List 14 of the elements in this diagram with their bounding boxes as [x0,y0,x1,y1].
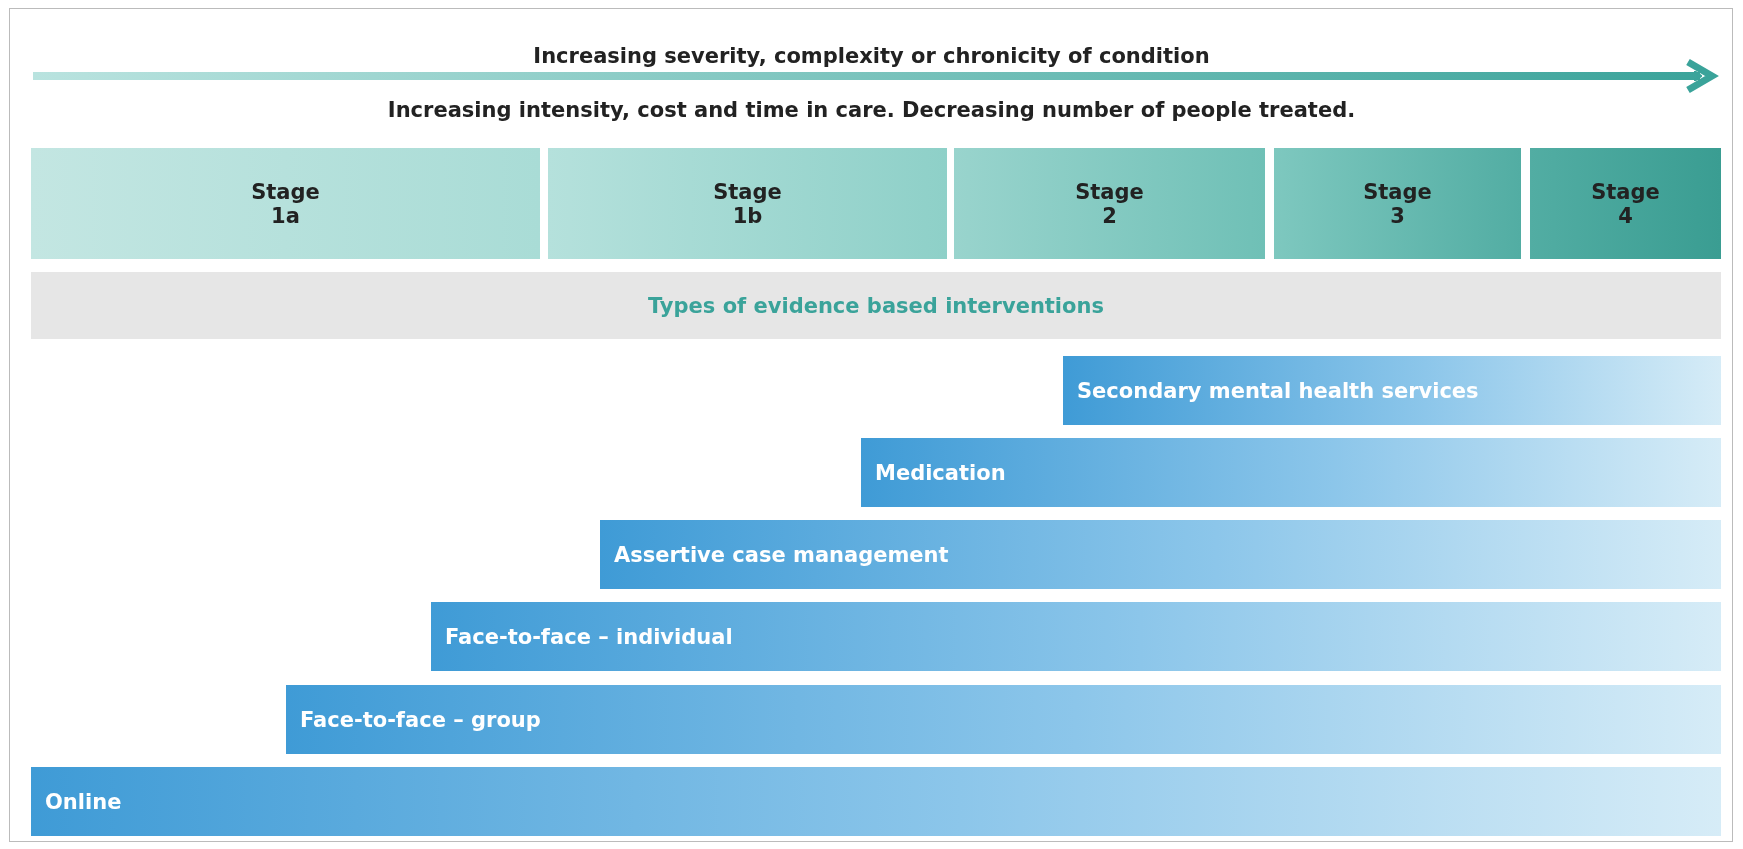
intervention-bar: Face-to-face – individual [431,602,1721,671]
stage-band: Stage 3 [1274,148,1521,259]
heading-text: Increasing intensity, cost and time in care. Decreasing number of people treated. [386,98,1357,122]
intervention-bar: Face-to-face – group [286,685,1721,754]
stage-band: Stage 4 [1530,148,1721,259]
intervention-bar: Online [31,767,1721,836]
stage-band: Stage 2 [954,148,1265,259]
heading-text: Increasing severity, complexity or chronicity of condition [532,44,1211,68]
intervention-bar: Secondary mental health services [1063,356,1721,425]
stage-band: Stage 1a [31,148,540,259]
section-band: Types of evidence based interventions [31,272,1721,339]
intervention-bar: Assertive case management [600,520,1721,589]
stage-band: Stage 1b [548,148,947,259]
intervention-bar: Medication [861,438,1721,507]
